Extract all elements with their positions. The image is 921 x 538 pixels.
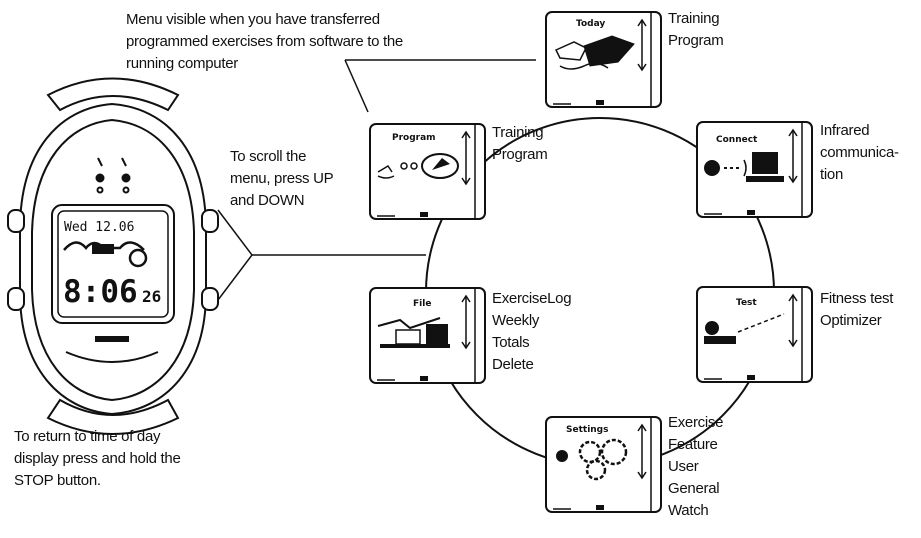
menu-option: Training: [492, 124, 544, 141]
caption-line: and DOWN: [230, 192, 305, 209]
program-download-icon: [377, 153, 459, 179]
watch-seconds: 26: [142, 287, 161, 306]
caption-line: To return to time of day: [14, 428, 161, 445]
running-computer-watch: Wed 12.06 8:06 26: [7, 77, 219, 435]
caption-line: programmed exercises from software to th…: [126, 33, 403, 50]
caption-line: menu, press UP: [230, 170, 334, 187]
caption-line: To scroll the: [230, 148, 307, 165]
scroll-arrow-icon: [788, 128, 798, 184]
infrared-connection-icon: [704, 152, 784, 182]
menu-option: Exercise: [668, 414, 724, 431]
menu-option: communica-: [820, 144, 899, 161]
scroll-arrow-icon: [461, 294, 471, 350]
menu-option: Delete: [492, 356, 534, 373]
scroll-arrow-icon: [637, 423, 647, 480]
exercise-file-icon: [377, 317, 450, 348]
menu-screen-connect: Connect: [696, 121, 813, 218]
screen-title: Connect: [716, 135, 758, 145]
menu-option: Program: [668, 32, 724, 49]
test-labels: Fitness test Optimizer: [820, 288, 893, 332]
screen-title: Program: [392, 133, 436, 143]
watch-indicator: [121, 173, 131, 183]
watch-indicator: [122, 186, 130, 194]
watch-button-left-bottom: [7, 287, 25, 311]
fitness-test-icon: [704, 313, 785, 344]
screen-title: Settings: [566, 425, 608, 435]
menu-screen-test: Test: [696, 286, 813, 383]
scroll-arrow-icon: [637, 18, 647, 72]
menu-screen-today: Today: [545, 11, 662, 108]
watch-date: Wed 12.06: [64, 220, 134, 235]
menu-option: Feature: [668, 436, 718, 453]
pointer-lines: [217, 59, 536, 301]
watch-strap-top: [46, 77, 180, 112]
menu-option: Weekly: [492, 312, 540, 329]
menu-screen-program: Program: [369, 123, 486, 220]
caption-line: display press and hold the: [14, 450, 181, 467]
settings-labels: Exercise Feature User General Watch: [668, 412, 723, 522]
watch-button-up: [201, 209, 219, 233]
menu-option: ExerciseLog: [492, 290, 572, 307]
watch-runner-glyph: [63, 241, 145, 251]
watch-indicator: [96, 186, 104, 194]
settings-gears-icon: [556, 438, 628, 481]
menu-option: tion: [820, 166, 843, 183]
menu-option: Training: [668, 10, 720, 27]
screen-title: Test: [736, 298, 757, 308]
menu-option: Watch: [668, 502, 709, 519]
caption-line: Menu visible when you have transferred: [126, 11, 380, 28]
scroll-arrow-icon: [461, 130, 471, 186]
screen-title: File: [413, 299, 431, 309]
scroll-note-caption: To scroll the menu, press UP and DOWN: [230, 146, 334, 212]
watch-button-down: [201, 287, 219, 311]
return-note-caption: To return to time of day display press a…: [14, 426, 181, 492]
menu-option: Optimizer: [820, 312, 882, 329]
menu-option: User: [668, 458, 699, 475]
menu-option: Fitness test: [820, 290, 894, 307]
file-labels: ExerciseLog Weekly Totals Delete: [492, 288, 572, 376]
watch-indicator: [95, 173, 105, 183]
menu-screen-file: File: [369, 287, 486, 384]
watch-time: 8:06: [63, 274, 138, 310]
caption-line: running computer: [126, 55, 238, 72]
today-labels: Training Program: [668, 8, 724, 52]
training-program-icon: [554, 35, 635, 70]
screen-title: Today: [576, 19, 605, 29]
menu-option: Infrared: [820, 122, 870, 139]
watch-logo-plate: [95, 336, 129, 342]
menu-option: General: [668, 480, 720, 497]
watch-display-frame: [51, 204, 175, 324]
menu-screen-settings: Settings: [545, 416, 662, 513]
caption-line: STOP button.: [14, 472, 101, 489]
scroll-arrow-icon: [788, 293, 798, 348]
menu-note-caption: Menu visible when you have transferred p…: [126, 9, 403, 75]
watch-strap-bottom: [46, 398, 180, 435]
menu-option: Totals: [492, 334, 530, 351]
connect-labels: Infrared communica- tion: [820, 120, 899, 186]
menu-option: Program: [492, 146, 548, 163]
program-labels: Training Program: [492, 122, 548, 166]
watch-button-left-top: [7, 209, 25, 233]
